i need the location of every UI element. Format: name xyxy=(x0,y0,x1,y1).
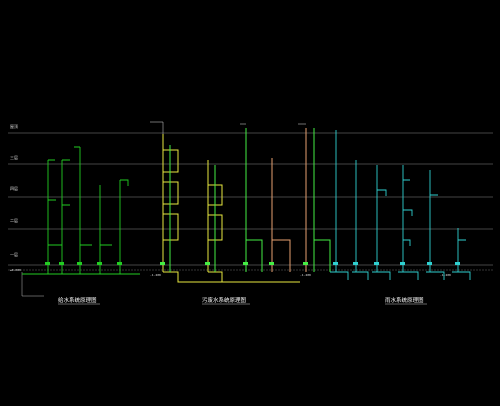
floor-label-4: 四层 xyxy=(10,185,18,191)
floor-lines xyxy=(8,132,493,271)
supply-system xyxy=(21,146,140,297)
floor-label-2: 二层 xyxy=(10,217,18,223)
supply-branches xyxy=(48,146,129,186)
supply-inlet xyxy=(21,272,44,297)
rain-system xyxy=(330,130,471,280)
elevation-marks: ±0.000 -1.200 -1.200 -1.200 xyxy=(10,268,451,277)
rain-outlets xyxy=(330,271,471,280)
system-titles: 给水系统原理图 污废水系统原理图 雨水系统原理图 xyxy=(58,296,427,305)
floor-label-3: 三层 xyxy=(10,154,18,160)
elevation-mark: -1.200 xyxy=(300,273,311,277)
elevation-mark: ±0.000 xyxy=(10,268,21,272)
supply-branches xyxy=(48,199,112,246)
vent-branches xyxy=(272,239,291,272)
rain-valves xyxy=(333,262,460,265)
supply-valves xyxy=(45,262,122,265)
drain-branches xyxy=(314,239,331,272)
floor-labels: 屋顶 三层 四层 二层 一层 xyxy=(10,123,18,257)
drain-branches xyxy=(246,239,263,272)
elevation-mark: -1.200 xyxy=(150,273,161,277)
cleanouts xyxy=(160,262,308,265)
drainage-system xyxy=(150,121,331,283)
drainage-system-title: 污废水系统原理图 xyxy=(202,296,247,304)
rain-branches xyxy=(377,179,466,246)
rain-system-title: 雨水系统原理图 xyxy=(385,296,424,304)
floor-label-roof: 屋顶 xyxy=(10,123,18,129)
stack-vent-caps xyxy=(150,121,306,134)
elevation-mark: -1.200 xyxy=(440,273,451,277)
supply-system-title: 给水系统原理图 xyxy=(58,296,97,304)
floor-label-1: 一层 xyxy=(10,251,18,257)
